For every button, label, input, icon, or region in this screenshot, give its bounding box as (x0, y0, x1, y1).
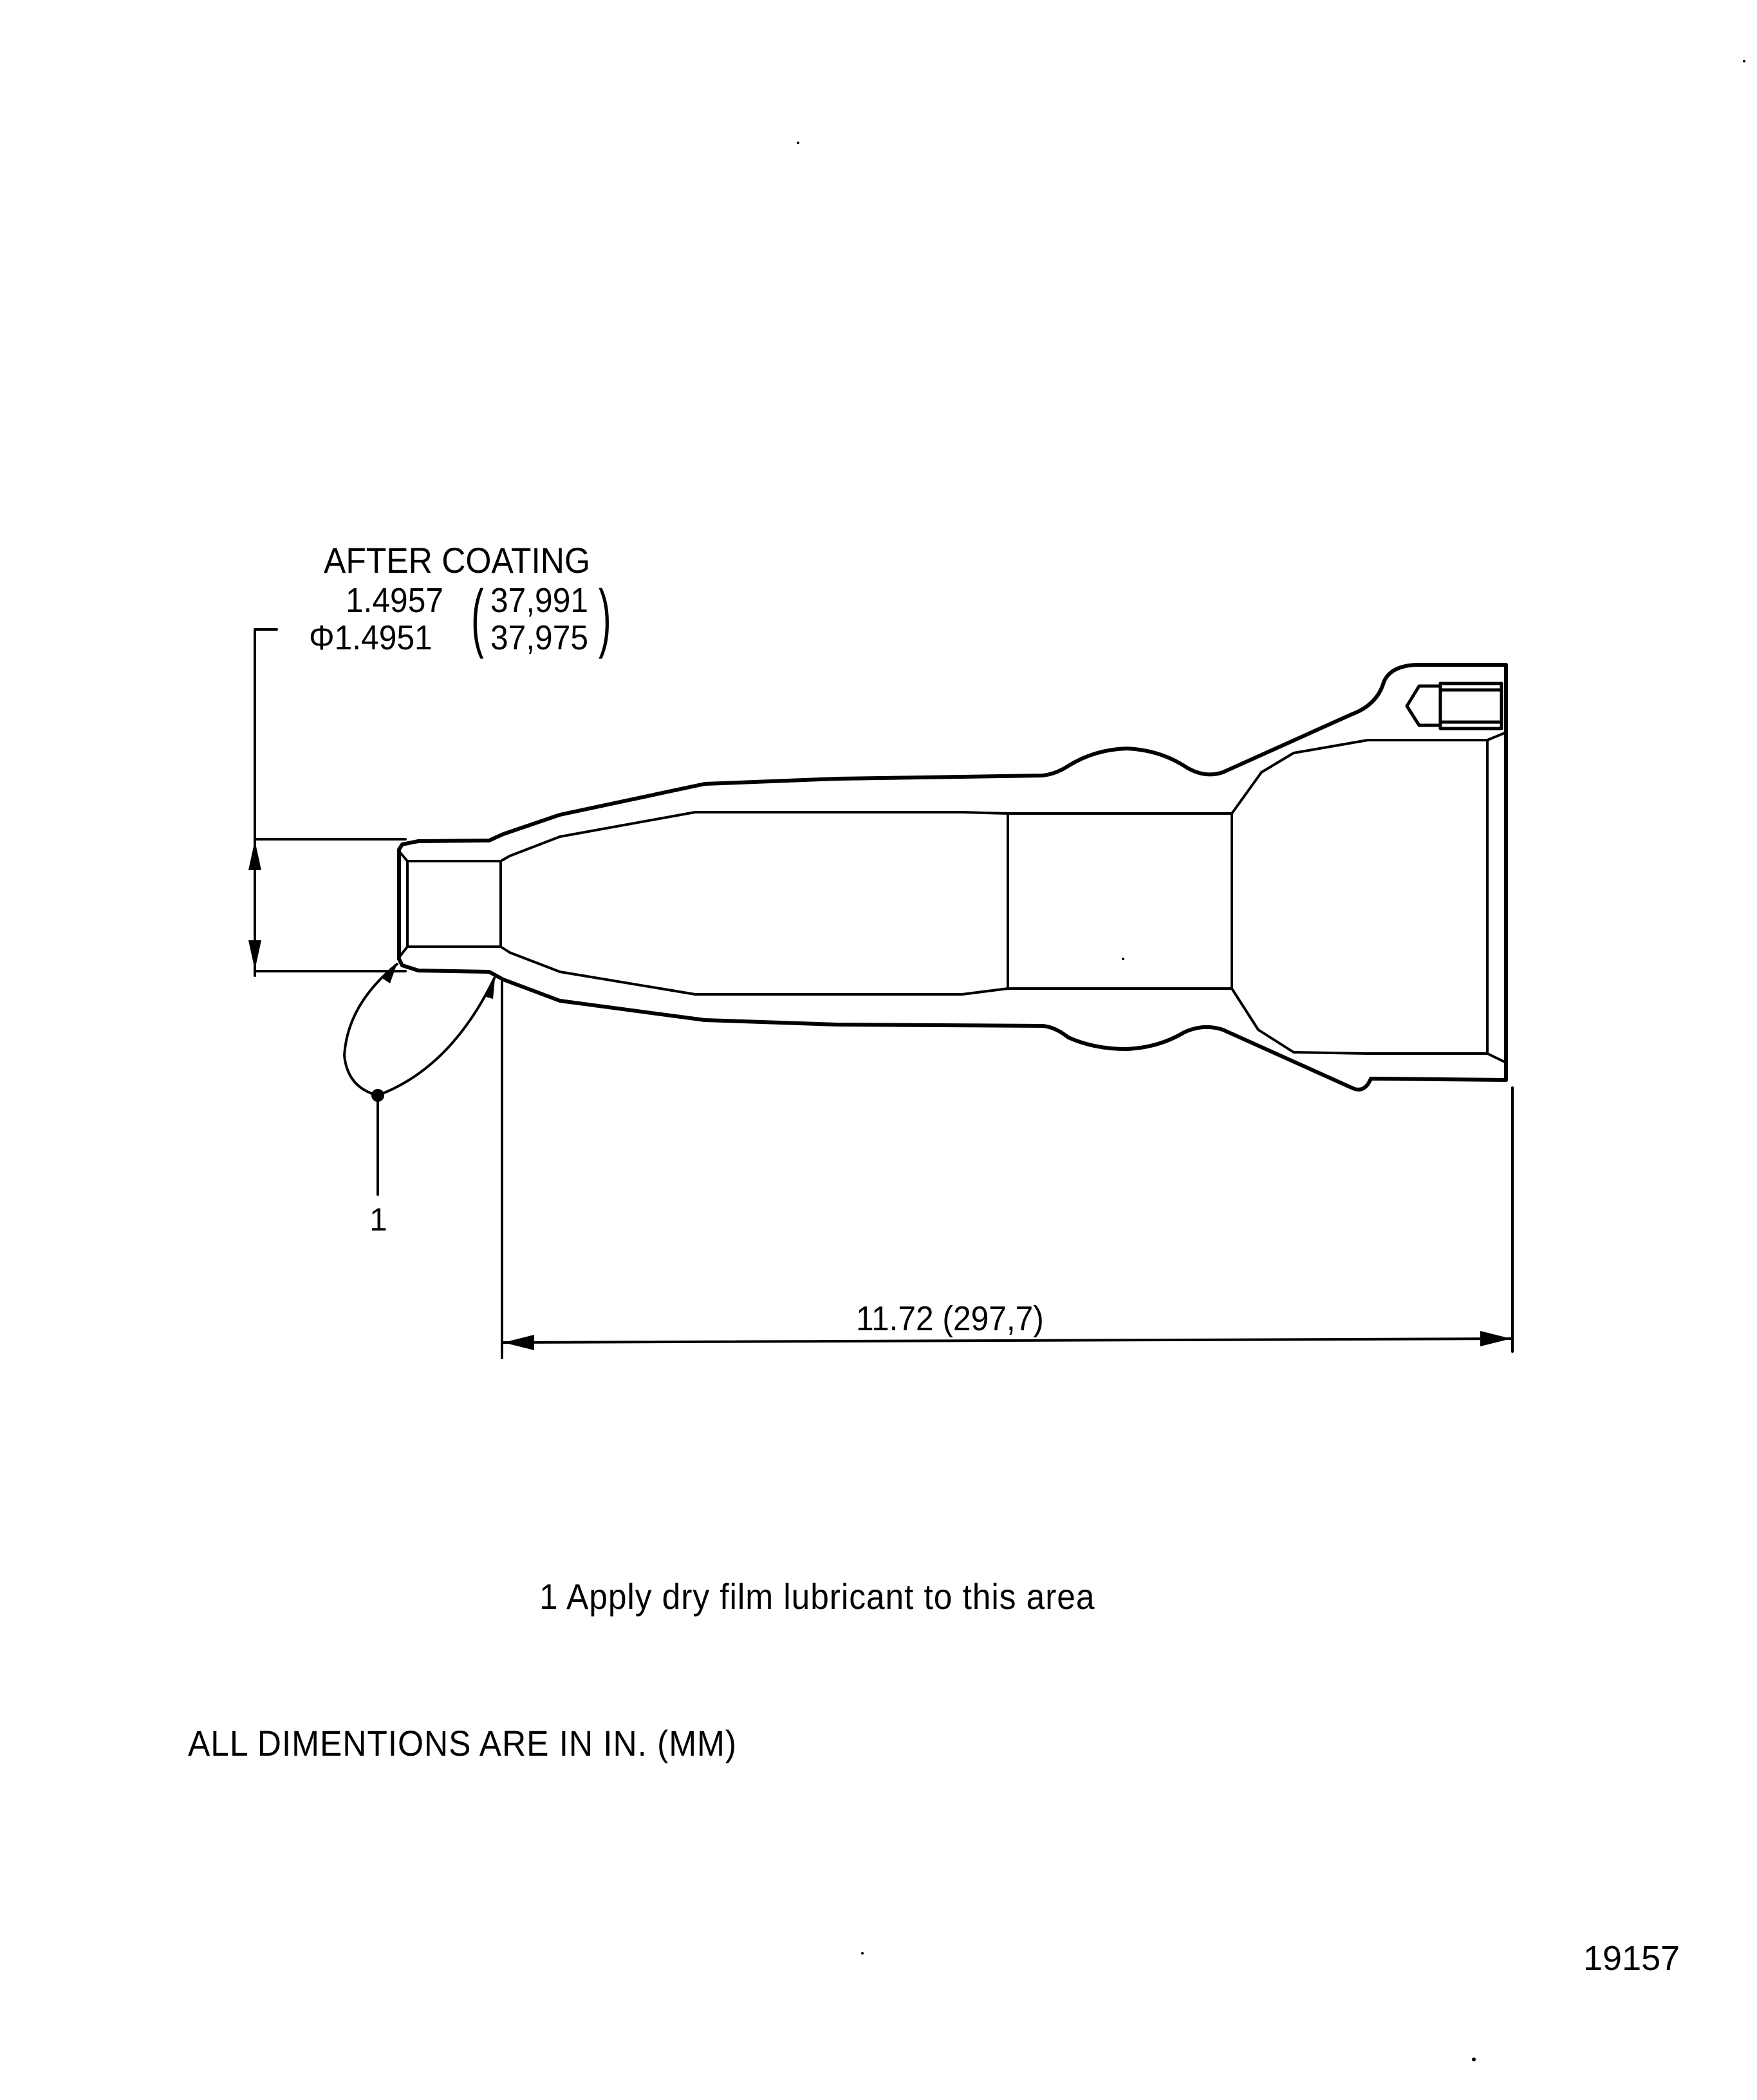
diameter-min-value: 1.4951 (334, 618, 432, 657)
diameter-dimension (248, 628, 407, 977)
diameter-symbol-icon: Φ (309, 618, 335, 657)
after-coating-label: AFTER COATING (324, 540, 591, 581)
length-dimension (501, 980, 1514, 1359)
arrow-up-icon (248, 841, 261, 870)
arrow-left-icon (503, 1335, 534, 1350)
legend-item-1: 1 Apply dry film lubricant to this area (539, 1576, 1095, 1617)
arrow-icon (382, 963, 397, 983)
speck (1743, 60, 1745, 62)
metric-bracket-right: ) (599, 575, 611, 660)
figure-number: 19157 (1583, 1939, 1680, 1978)
diameter-min-row: Φ1.4951 (309, 618, 432, 658)
callout-1-leader (343, 963, 496, 1196)
callout-dot-icon (371, 1089, 384, 1102)
length-dimension-label: 11.72 (297,7) (856, 1299, 1044, 1338)
diameter-max-mm: 37,991 (490, 581, 588, 620)
arrow-right-icon (1480, 1331, 1511, 1346)
speck (797, 142, 799, 144)
diameter-max-row: 1.4957 (346, 581, 443, 620)
units-note: ALL DIMENTIONS ARE IN IN. (MM) (188, 1723, 737, 1763)
callout-number: 1 (369, 1202, 387, 1238)
metric-bracket-left: ( (471, 575, 484, 660)
speck (1122, 958, 1124, 960)
set-screw-detail (1405, 682, 1503, 730)
diameter-max-value: 1.4957 (346, 581, 443, 620)
arrow-icon (484, 978, 495, 999)
arrow-down-icon (248, 940, 261, 970)
part-interior (399, 731, 1507, 1064)
speck (861, 1952, 864, 1955)
part-outline (397, 663, 1508, 1092)
diameter-min-mm: 37,975 (490, 618, 588, 657)
speck (1472, 2058, 1476, 2061)
